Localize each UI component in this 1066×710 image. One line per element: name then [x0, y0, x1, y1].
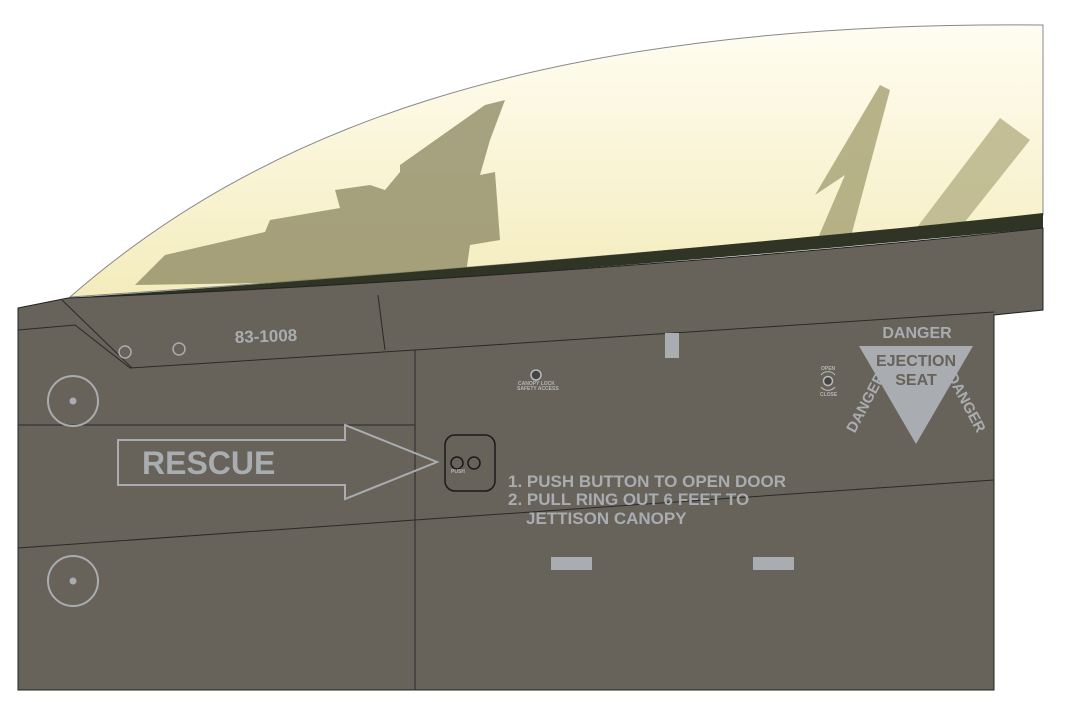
canopy-lock-label-2: SAFETY ACCESS	[517, 386, 559, 392]
hud-combiner	[915, 118, 1030, 230]
access-port-icon	[47, 375, 99, 427]
marker-stripe	[551, 557, 592, 570]
panel-lines	[17, 294, 995, 690]
rescue-button-label: PUSH	[451, 469, 465, 475]
rescue-arrow-icon	[117, 423, 440, 501]
marker-stripe	[665, 333, 679, 358]
fastener-icon	[118, 345, 132, 359]
warning-center-2: SEAT	[895, 372, 937, 389]
canopy-lock-label: CANOPY LOCK	[518, 381, 555, 387]
tail-number: 83-1008	[234, 326, 297, 347]
rescue-door-button[interactable]: PUSH	[444, 434, 496, 492]
marker-stripe	[753, 557, 794, 570]
canopy-switch-icon[interactable]	[820, 371, 836, 391]
switch-open-label: OPEN	[821, 366, 836, 372]
warning-triangle-icon	[859, 346, 973, 444]
instruction-line-3: JETTISON CANOPY	[526, 509, 687, 528]
instruction-line-1: 1. PUSH BUTTON TO OPEN DOOR	[508, 472, 786, 491]
instruction-line-2: 2. PULL RING OUT 6 FEET TO	[508, 490, 749, 509]
warning-top: DANGER	[882, 325, 952, 342]
warning-center-1: EJECTION	[876, 353, 956, 370]
hud-frame	[815, 85, 890, 245]
switch-close-label: CLOSE	[820, 392, 838, 398]
access-port-icon	[47, 555, 99, 607]
canopy-lock-icon[interactable]	[530, 369, 542, 381]
ejection-seat-silhouette	[135, 100, 505, 285]
fuselage-panel	[17, 227, 1044, 691]
fastener-icon	[172, 342, 186, 356]
rescue-label: RESCUE	[142, 445, 275, 481]
canopy-frame	[68, 213, 1043, 300]
